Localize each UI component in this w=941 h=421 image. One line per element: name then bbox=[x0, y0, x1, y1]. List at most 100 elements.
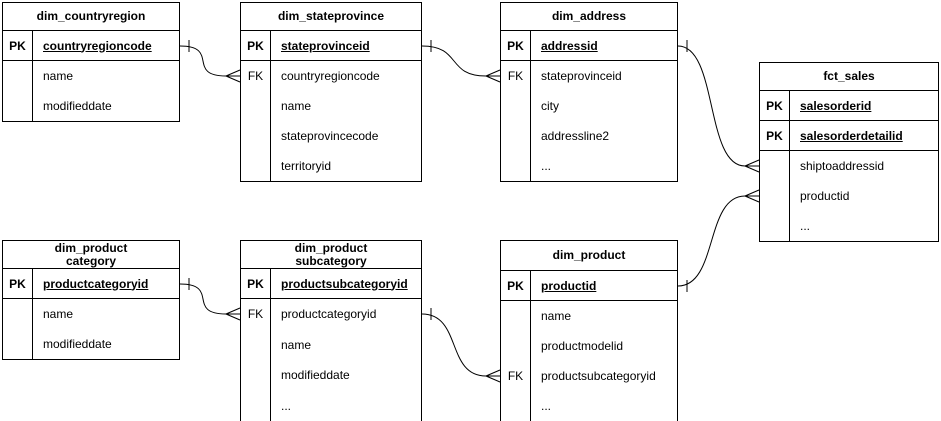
table-dim-address[interactable]: dim_address PK addressid FK stateprovinc… bbox=[500, 2, 678, 182]
table-dim-stateprovince[interactable]: dim_stateprovince PK stateprovinceid FK … bbox=[240, 2, 422, 182]
field-name: city bbox=[541, 99, 559, 113]
table-title: fct_sales bbox=[760, 63, 938, 91]
crow-foot-icon bbox=[485, 369, 501, 383]
field-row: territoryid bbox=[241, 151, 421, 181]
field-row: city bbox=[501, 91, 677, 121]
field-name: productcategoryid bbox=[281, 307, 377, 322]
crow-foot-icon bbox=[225, 69, 241, 83]
field-row: name bbox=[3, 299, 179, 329]
field-name: productsubcategoryid bbox=[541, 369, 656, 383]
edge-curve bbox=[179, 283, 227, 315]
fk-badge: FK bbox=[241, 61, 271, 91]
field-name: productid bbox=[800, 189, 850, 203]
field-name: shiptoaddressid bbox=[800, 159, 885, 173]
table-dim-countryregion[interactable]: dim_countryregion PK countryregioncode n… bbox=[2, 2, 180, 122]
field-name: countryregioncode bbox=[281, 69, 380, 83]
pk-badge: PK bbox=[760, 91, 790, 120]
edge-product-fctsales[interactable] bbox=[677, 189, 760, 292]
key-gutter bbox=[3, 299, 33, 329]
field-name: name bbox=[43, 69, 74, 83]
field-row: FK countryregioncode bbox=[241, 61, 421, 91]
pk-field: salesorderdetailid bbox=[800, 128, 903, 143]
key-row: PK addressid bbox=[501, 31, 677, 61]
key-gutter bbox=[241, 91, 271, 121]
key-row: PK stateprovinceid bbox=[241, 31, 421, 61]
key-row: PK salesorderid bbox=[760, 91, 938, 121]
table-title: dim_countryregion bbox=[3, 3, 179, 31]
key-gutter bbox=[501, 301, 531, 331]
table-title: dim_address bbox=[501, 3, 677, 31]
key-row: PK salesorderdetailid bbox=[760, 121, 938, 151]
pk-field: addressid bbox=[541, 38, 598, 53]
field-name: modifieddate bbox=[281, 368, 350, 383]
key-gutter bbox=[241, 329, 271, 360]
field-row: ... bbox=[501, 391, 677, 421]
table-dim-productsubcategory[interactable]: dim_product subcategory PK productsubcat… bbox=[240, 240, 422, 421]
pk-field: productid bbox=[541, 278, 597, 293]
field-name: name bbox=[43, 307, 74, 321]
field-row: modifieddate bbox=[3, 329, 179, 359]
table-dim-productcategory[interactable]: dim_product category PK productcategoryi… bbox=[2, 240, 180, 360]
field-row: name bbox=[241, 91, 421, 121]
field-name: ... bbox=[541, 159, 552, 173]
field-row: productmodelid bbox=[501, 331, 677, 361]
table-title: dim_product subcategory bbox=[241, 241, 421, 269]
field-row: ... bbox=[241, 390, 421, 421]
fk-badge: FK bbox=[501, 361, 531, 391]
edge-stateprovince-address[interactable] bbox=[421, 40, 501, 83]
crow-foot-icon bbox=[485, 69, 501, 83]
fk-badge: FK bbox=[241, 299, 271, 330]
field-row: FK productsubcategoryid bbox=[501, 361, 677, 391]
field-row: name bbox=[241, 329, 421, 360]
key-gutter bbox=[760, 151, 790, 181]
field-row: shiptoaddressid bbox=[760, 151, 938, 181]
field-name: modifieddate bbox=[43, 99, 112, 113]
key-gutter bbox=[501, 331, 531, 361]
key-gutter bbox=[760, 181, 790, 211]
pk-badge: PK bbox=[501, 271, 531, 300]
key-gutter bbox=[501, 121, 531, 151]
field-row: FK stateprovinceid bbox=[501, 61, 677, 91]
edge-productcategory-productsubcategory[interactable] bbox=[179, 278, 241, 321]
pk-badge: PK bbox=[241, 31, 271, 60]
key-gutter bbox=[3, 61, 33, 91]
crow-foot-icon bbox=[225, 307, 241, 321]
pk-field: stateprovinceid bbox=[281, 38, 370, 53]
table-fct-sales[interactable]: fct_sales PK salesorderid PK salesorderd… bbox=[759, 62, 939, 242]
field-name: addressline2 bbox=[541, 129, 610, 143]
field-row: ... bbox=[501, 151, 677, 181]
edge-countryregion-stateprovince[interactable] bbox=[179, 40, 241, 83]
pk-badge: PK bbox=[501, 31, 531, 60]
field-name: ... bbox=[800, 219, 811, 233]
field-name: name bbox=[281, 337, 312, 352]
field-row: name bbox=[3, 61, 179, 91]
field-row: stateprovincecode bbox=[241, 121, 421, 151]
edge-productsubcategory-product[interactable] bbox=[421, 308, 501, 383]
table-dim-product[interactable]: dim_product PK productid name productmod… bbox=[500, 240, 678, 421]
key-row: PK productsubcategoryid bbox=[241, 269, 421, 299]
key-gutter bbox=[241, 121, 271, 151]
edge-curve bbox=[179, 45, 227, 77]
fk-badge: FK bbox=[501, 61, 531, 91]
key-gutter bbox=[3, 91, 33, 121]
crow-foot-icon bbox=[744, 159, 760, 173]
pk-badge: PK bbox=[760, 121, 790, 150]
key-gutter bbox=[760, 211, 790, 241]
pk-badge: PK bbox=[241, 269, 271, 298]
key-gutter bbox=[501, 391, 531, 421]
field-name: modifieddate bbox=[43, 337, 112, 351]
key-row: PK countryregioncode bbox=[3, 31, 179, 61]
field-name: productmodelid bbox=[541, 339, 624, 353]
edge-curve bbox=[421, 313, 487, 377]
field-row: modifieddate bbox=[3, 91, 179, 121]
key-gutter bbox=[3, 329, 33, 359]
key-gutter bbox=[501, 91, 531, 121]
edge-curve bbox=[421, 45, 487, 77]
edge-address-fctsales[interactable] bbox=[677, 40, 760, 173]
field-name: ... bbox=[281, 398, 292, 413]
field-name: ... bbox=[541, 399, 552, 413]
table-title: dim_product category bbox=[3, 241, 179, 269]
table-title: dim_product bbox=[501, 241, 677, 271]
key-gutter bbox=[241, 390, 271, 421]
